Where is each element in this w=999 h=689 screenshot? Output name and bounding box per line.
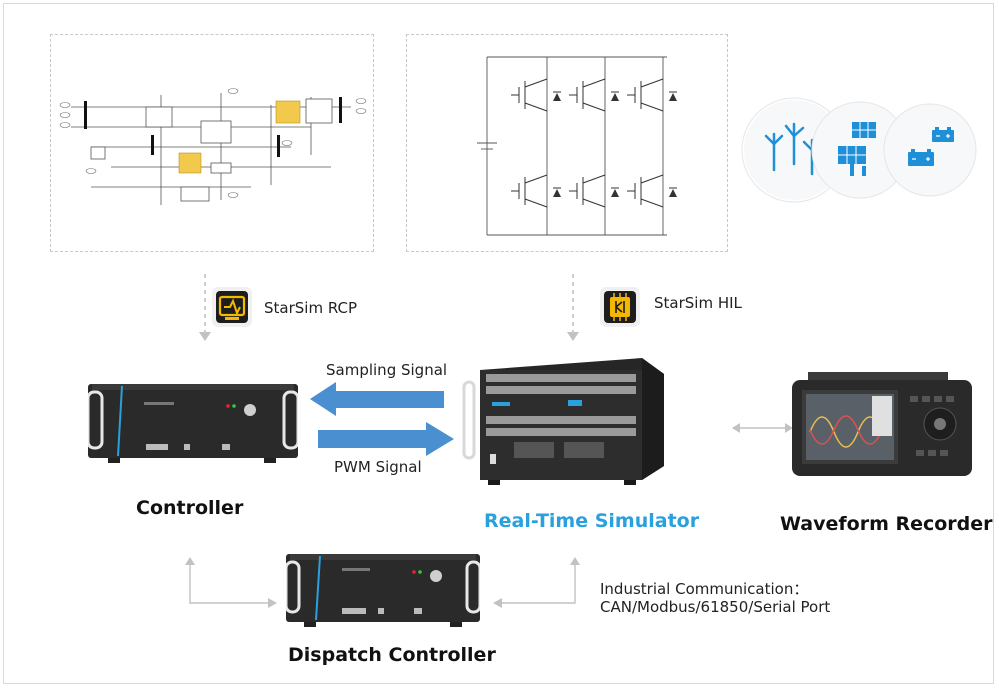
rcp-label: StarSim RCP <box>264 299 358 317</box>
sampling-signal-arrow <box>310 382 444 416</box>
energy-sources-group <box>741 97 977 203</box>
inverter-circuit-diagram <box>477 56 677 236</box>
dispatch-controller-device <box>284 552 482 628</box>
real-time-simulator-device <box>460 354 668 488</box>
pwm-signal-label: PWM Signal <box>334 458 422 476</box>
controller-label: Controller <box>136 497 244 519</box>
recorder-label: Waveform Recorder <box>780 513 993 535</box>
signal-arrows <box>310 382 454 456</box>
simulink-model-panel <box>50 34 374 252</box>
starsim-rcp-icon <box>212 287 252 327</box>
sampling-signal-label: Sampling Signal <box>326 361 448 379</box>
dispatch-label: Dispatch Controller <box>288 644 496 666</box>
simulator-label: Real-Time Simulator <box>484 510 700 532</box>
inverter-circuit-panel <box>406 34 728 252</box>
starsim-hil-icon <box>600 287 640 327</box>
waveform-recorder-device <box>792 372 974 480</box>
simulink-model-diagram <box>59 88 367 205</box>
diagram-frame <box>3 3 994 684</box>
solar-panel-icon <box>811 101 909 199</box>
hil-label: StarSim HIL <box>654 294 742 312</box>
communication-line-1: Industrial Communication： <box>600 580 809 598</box>
controller-device <box>86 382 300 464</box>
pwm-signal-arrow <box>318 422 454 456</box>
battery-icon <box>883 103 977 197</box>
communication-line-2: CAN/Modbus/61850/Serial Port <box>600 598 831 616</box>
